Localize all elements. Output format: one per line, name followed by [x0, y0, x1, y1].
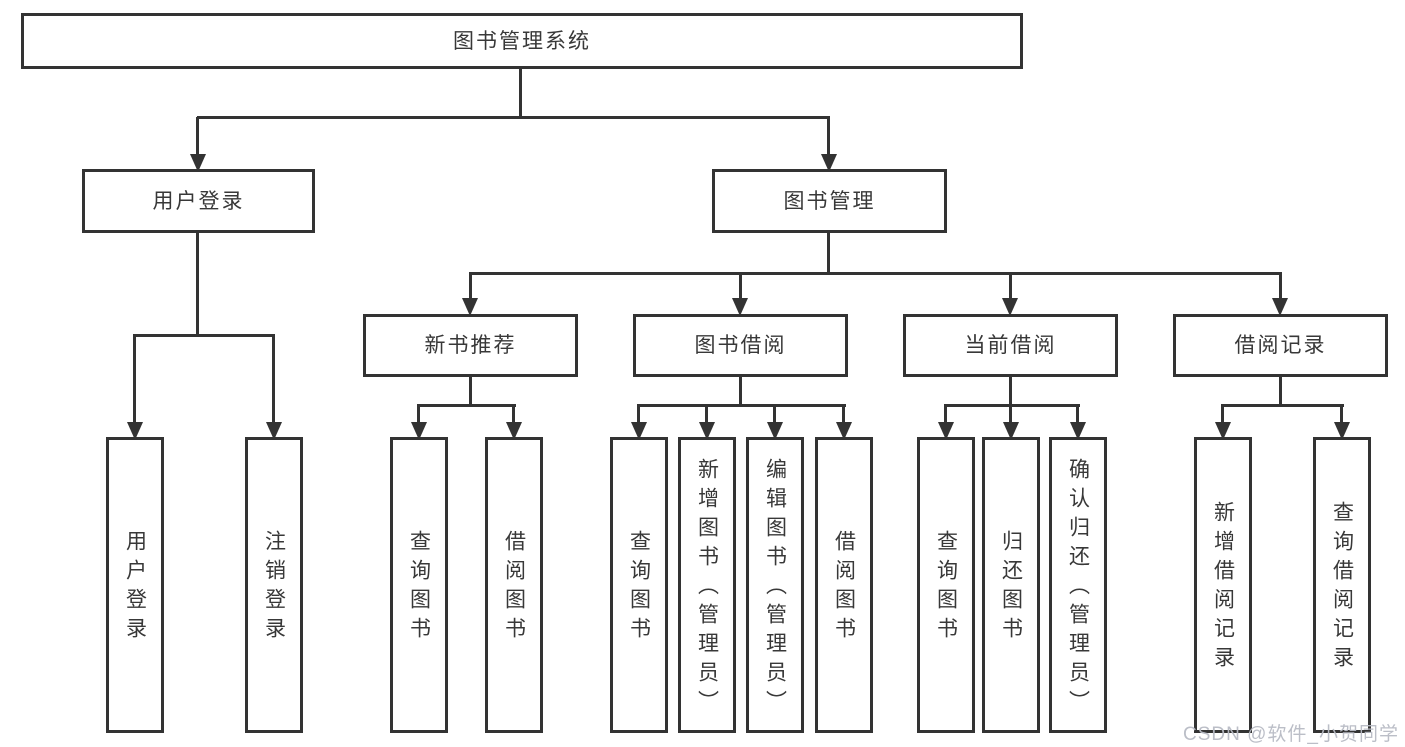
connector-line: [1009, 377, 1012, 406]
connector-line: [196, 117, 199, 158]
connector-line: [1279, 377, 1282, 406]
connector-line: [417, 405, 420, 427]
arrow-down-icon: [836, 422, 852, 440]
connector-line: [1221, 404, 1344, 407]
leaf-current-confirm-return-admin: 确认归还（管理员）: [1049, 437, 1107, 733]
connector-line: [272, 335, 275, 426]
leaf-borrow-query-books: 查询图书: [610, 437, 668, 733]
connector-line: [739, 377, 742, 406]
arrow-down-icon: [127, 422, 143, 440]
leaf-logout: 注销登录: [245, 437, 303, 733]
arrow-down-icon: [1215, 422, 1231, 440]
node-book-borrow: 图书借阅: [633, 314, 848, 377]
connector-line: [1009, 273, 1012, 302]
node-current-borrow: 当前借阅: [903, 314, 1118, 377]
arrow-down-icon: [732, 298, 748, 316]
connector-line: [133, 334, 275, 337]
leaf-records-add-record: 新增借阅记录: [1194, 437, 1252, 733]
connector-line: [133, 335, 136, 426]
node-user-login: 用户登录: [82, 169, 315, 233]
csdn-watermark: CSDN @软件_小贺同学: [1183, 724, 1399, 745]
leaf-borrow-add-books-admin: 新增图书（管理员）: [678, 437, 736, 733]
leaf-borrow-borrow-books: 借阅图书: [815, 437, 873, 733]
connector-line: [944, 404, 1080, 407]
node-book-management: 图书管理: [712, 169, 947, 233]
connector-line: [842, 405, 845, 427]
arrow-down-icon: [699, 422, 715, 440]
leaf-current-query-books: 查询图书: [917, 437, 975, 733]
leaf-borrow-edit-books-admin: 编辑图书（管理员）: [746, 437, 804, 733]
connector-line: [469, 272, 1282, 275]
connector-line: [417, 404, 516, 407]
connector-line: [827, 233, 830, 274]
connector-line: [469, 273, 472, 302]
connector-line: [197, 116, 830, 119]
connector-line: [773, 405, 776, 427]
node-new-book-recommend: 新书推荐: [363, 314, 578, 377]
connector-line: [1279, 273, 1282, 302]
leaf-recommend-borrow-books: 借阅图书: [485, 437, 543, 733]
leaf-recommend-query-books: 查询图书: [390, 437, 448, 733]
connector-line: [1221, 405, 1224, 427]
arrow-down-icon: [1003, 422, 1019, 440]
arrow-down-icon: [190, 154, 206, 172]
connector-line: [519, 69, 522, 117]
arrow-down-icon: [767, 422, 783, 440]
arrow-down-icon: [266, 422, 282, 440]
connector-line: [944, 405, 947, 427]
arrow-down-icon: [1334, 422, 1350, 440]
node-root: 图书管理系统: [21, 13, 1023, 69]
node-borrow-records: 借阅记录: [1173, 314, 1388, 377]
arrow-down-icon: [1002, 298, 1018, 316]
leaf-current-return-books: 归还图书: [982, 437, 1040, 733]
arrow-down-icon: [938, 422, 954, 440]
connector-line: [469, 377, 472, 406]
arrow-down-icon: [631, 422, 647, 440]
connector-line: [705, 405, 708, 427]
connector-line: [739, 273, 742, 302]
connector-line: [196, 233, 199, 336]
arrow-down-icon: [821, 154, 837, 172]
leaf-user-login: 用户登录: [106, 437, 164, 733]
connector-line: [1009, 405, 1012, 427]
connector-line: [637, 405, 640, 427]
leaf-records-query-record: 查询借阅记录: [1313, 437, 1371, 733]
connector-line: [637, 404, 846, 407]
connector-line: [827, 117, 830, 158]
arrow-down-icon: [506, 422, 522, 440]
connector-line: [1076, 405, 1079, 427]
connector-line: [1340, 405, 1343, 427]
connector-line: [512, 405, 515, 427]
arrow-down-icon: [1070, 422, 1086, 440]
arrow-down-icon: [1272, 298, 1288, 316]
arrow-down-icon: [411, 422, 427, 440]
arrow-down-icon: [462, 298, 478, 316]
